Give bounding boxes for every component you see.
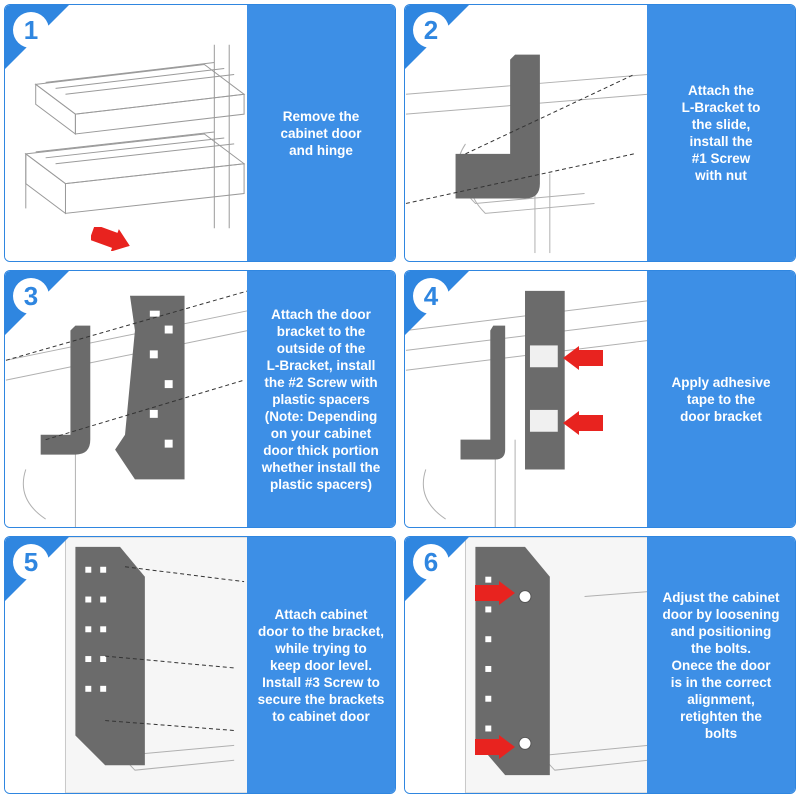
cabinet-door-illustration [64, 537, 249, 793]
step-5-text: Attach cabinet door to the bracket, whil… [257, 606, 385, 724]
arrow-left-icon [563, 411, 603, 435]
step-2-text: Attach the L-Bracket to the slide, insta… [681, 83, 761, 183]
step-panel-1: Remove the cabinet door and hinge 1 [4, 4, 396, 262]
step-4-caption: Apply adhesive tape to the door bracket [647, 271, 795, 527]
step-5-caption: Attach cabinet door to the bracket, whil… [247, 537, 395, 793]
step-number-6: 6 [413, 544, 449, 580]
step-number-3: 3 [13, 278, 49, 314]
drawer-basket-illustration [24, 44, 246, 229]
step-5-illustration [5, 537, 249, 793]
step-panel-4: Apply adhesive tape to the door bracket … [404, 270, 796, 528]
step-6-text: Adjust the cabinet door by loosening and… [662, 589, 780, 741]
adhesive-tape-illustration [405, 290, 649, 527]
step-2-caption: Attach the L-Bracket to the slide, insta… [647, 5, 795, 261]
step-number-4: 4 [413, 278, 449, 314]
step-2-illustration [405, 5, 649, 261]
step-number-1: 1 [13, 12, 49, 48]
step-panel-5: Attach cabinet door to the bracket, whil… [4, 536, 396, 794]
arrow-right-icon [475, 735, 515, 759]
step-1-text: Remove the cabinet door and hinge [280, 108, 362, 158]
step-panel-2: Attach the L-Bracket to the slide, insta… [404, 4, 796, 262]
arrow-down-icon [91, 227, 130, 251]
step-3-caption: Attach the door bracket to the outside o… [247, 271, 395, 527]
step-1-caption: Remove the cabinet door and hinge [247, 5, 395, 261]
arrow-right-icon [475, 581, 515, 605]
step-number-5: 5 [13, 544, 49, 580]
step-number-2: 2 [413, 12, 449, 48]
door-bracket-illustration [5, 290, 249, 527]
step-6-caption: Adjust the cabinet door by loosening and… [647, 537, 795, 793]
arrow-left-icon [563, 346, 603, 370]
step-4-text: Apply adhesive tape to the door bracket [671, 374, 771, 424]
step-panel-3: Attach the door bracket to the outside o… [4, 270, 396, 528]
step-3-text: Attach the door bracket to the outside o… [261, 306, 381, 492]
l-bracket-illustration [405, 54, 649, 254]
step-panel-6: Adjust the cabinet door by loosening and… [404, 536, 796, 794]
